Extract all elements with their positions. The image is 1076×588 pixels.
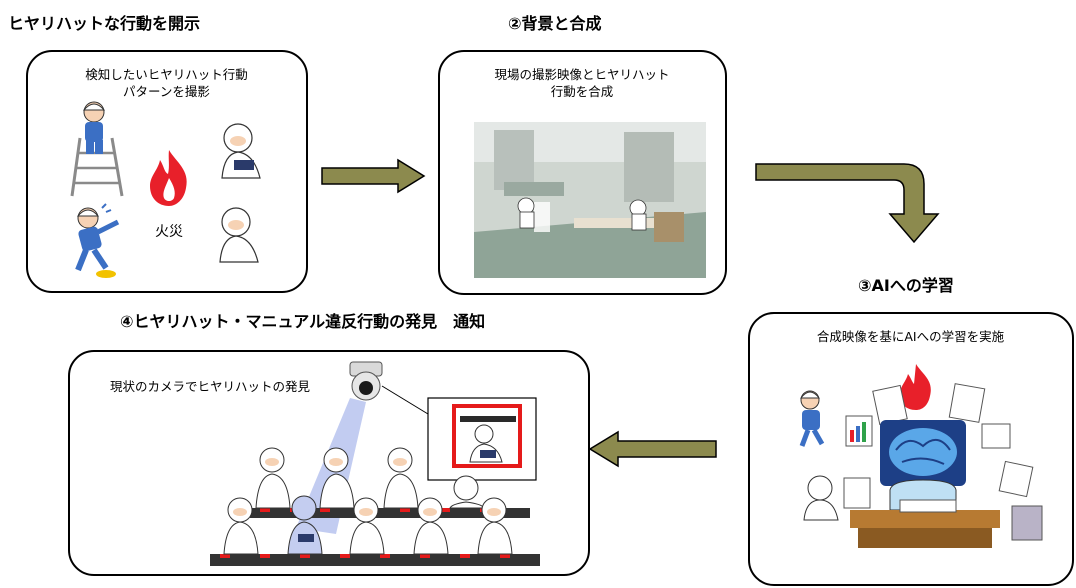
step4-description-line1: 現状のカメラでヒヤリハットの発見 bbox=[110, 379, 311, 394]
step1-description-line1: 検知したいヒヤリハット行動 bbox=[85, 67, 248, 82]
step2-description-line1: 現場の撮影映像とヒヤリハット bbox=[494, 67, 670, 82]
step2-box: 現場の撮影映像とヒヤリハット 行動を合成 bbox=[438, 50, 727, 295]
arrow-step1-to-step2 bbox=[321, 158, 426, 194]
step4-description: 現状のカメラでヒヤリハットの発見 bbox=[110, 378, 310, 395]
ladder-worker-icon bbox=[70, 101, 124, 197]
arrow-step2-to-step3 bbox=[755, 163, 940, 244]
clean-suit-worker-icon bbox=[221, 123, 261, 179]
step2-description: 現場の撮影映像とヒヤリハット 行動を合成 bbox=[440, 66, 724, 100]
step4-box: 現状のカメラでヒヤリハットの発見 bbox=[68, 350, 590, 576]
arrow-step3-to-step4 bbox=[588, 430, 717, 468]
step3-description: 合成映像を基にAIへの学習を実施 bbox=[750, 328, 1071, 345]
factory-composite-image bbox=[474, 122, 706, 278]
cctv-camera-icon bbox=[349, 361, 429, 415]
step3-description-line1: 合成映像を基にAIへの学習を実施 bbox=[816, 329, 1005, 344]
step1-description: 検知したいヒヤリハット行動 パターンを撮影 bbox=[28, 66, 305, 100]
step1-description-line2: パターンを撮影 bbox=[123, 84, 210, 99]
ai-brain-icon bbox=[799, 364, 1043, 548]
detection-scene bbox=[210, 361, 540, 566]
fire-label: 火災 bbox=[155, 224, 183, 240]
slipping-worker-icon bbox=[75, 203, 120, 278]
step2-description-line2: 行動を合成 bbox=[550, 84, 614, 99]
clean-suit-worker-icon bbox=[219, 207, 259, 263]
step3-box: 合成映像を基にAIへの学習を実施 bbox=[748, 312, 1074, 586]
step4-heading: ④ヒヤリハット・マニュアル違反行動の発見 通知 bbox=[120, 312, 486, 331]
step2-heading: ②背景と合成 bbox=[508, 14, 602, 33]
step1-box: 検知したいヒヤリハット行動 パターンを撮影 火災 bbox=[26, 50, 308, 293]
step3-heading: ③AIへの学習 bbox=[858, 276, 954, 295]
step1-heading: ヒヤリハットな行動を開示 bbox=[8, 14, 201, 33]
fire-icon bbox=[150, 150, 187, 206]
